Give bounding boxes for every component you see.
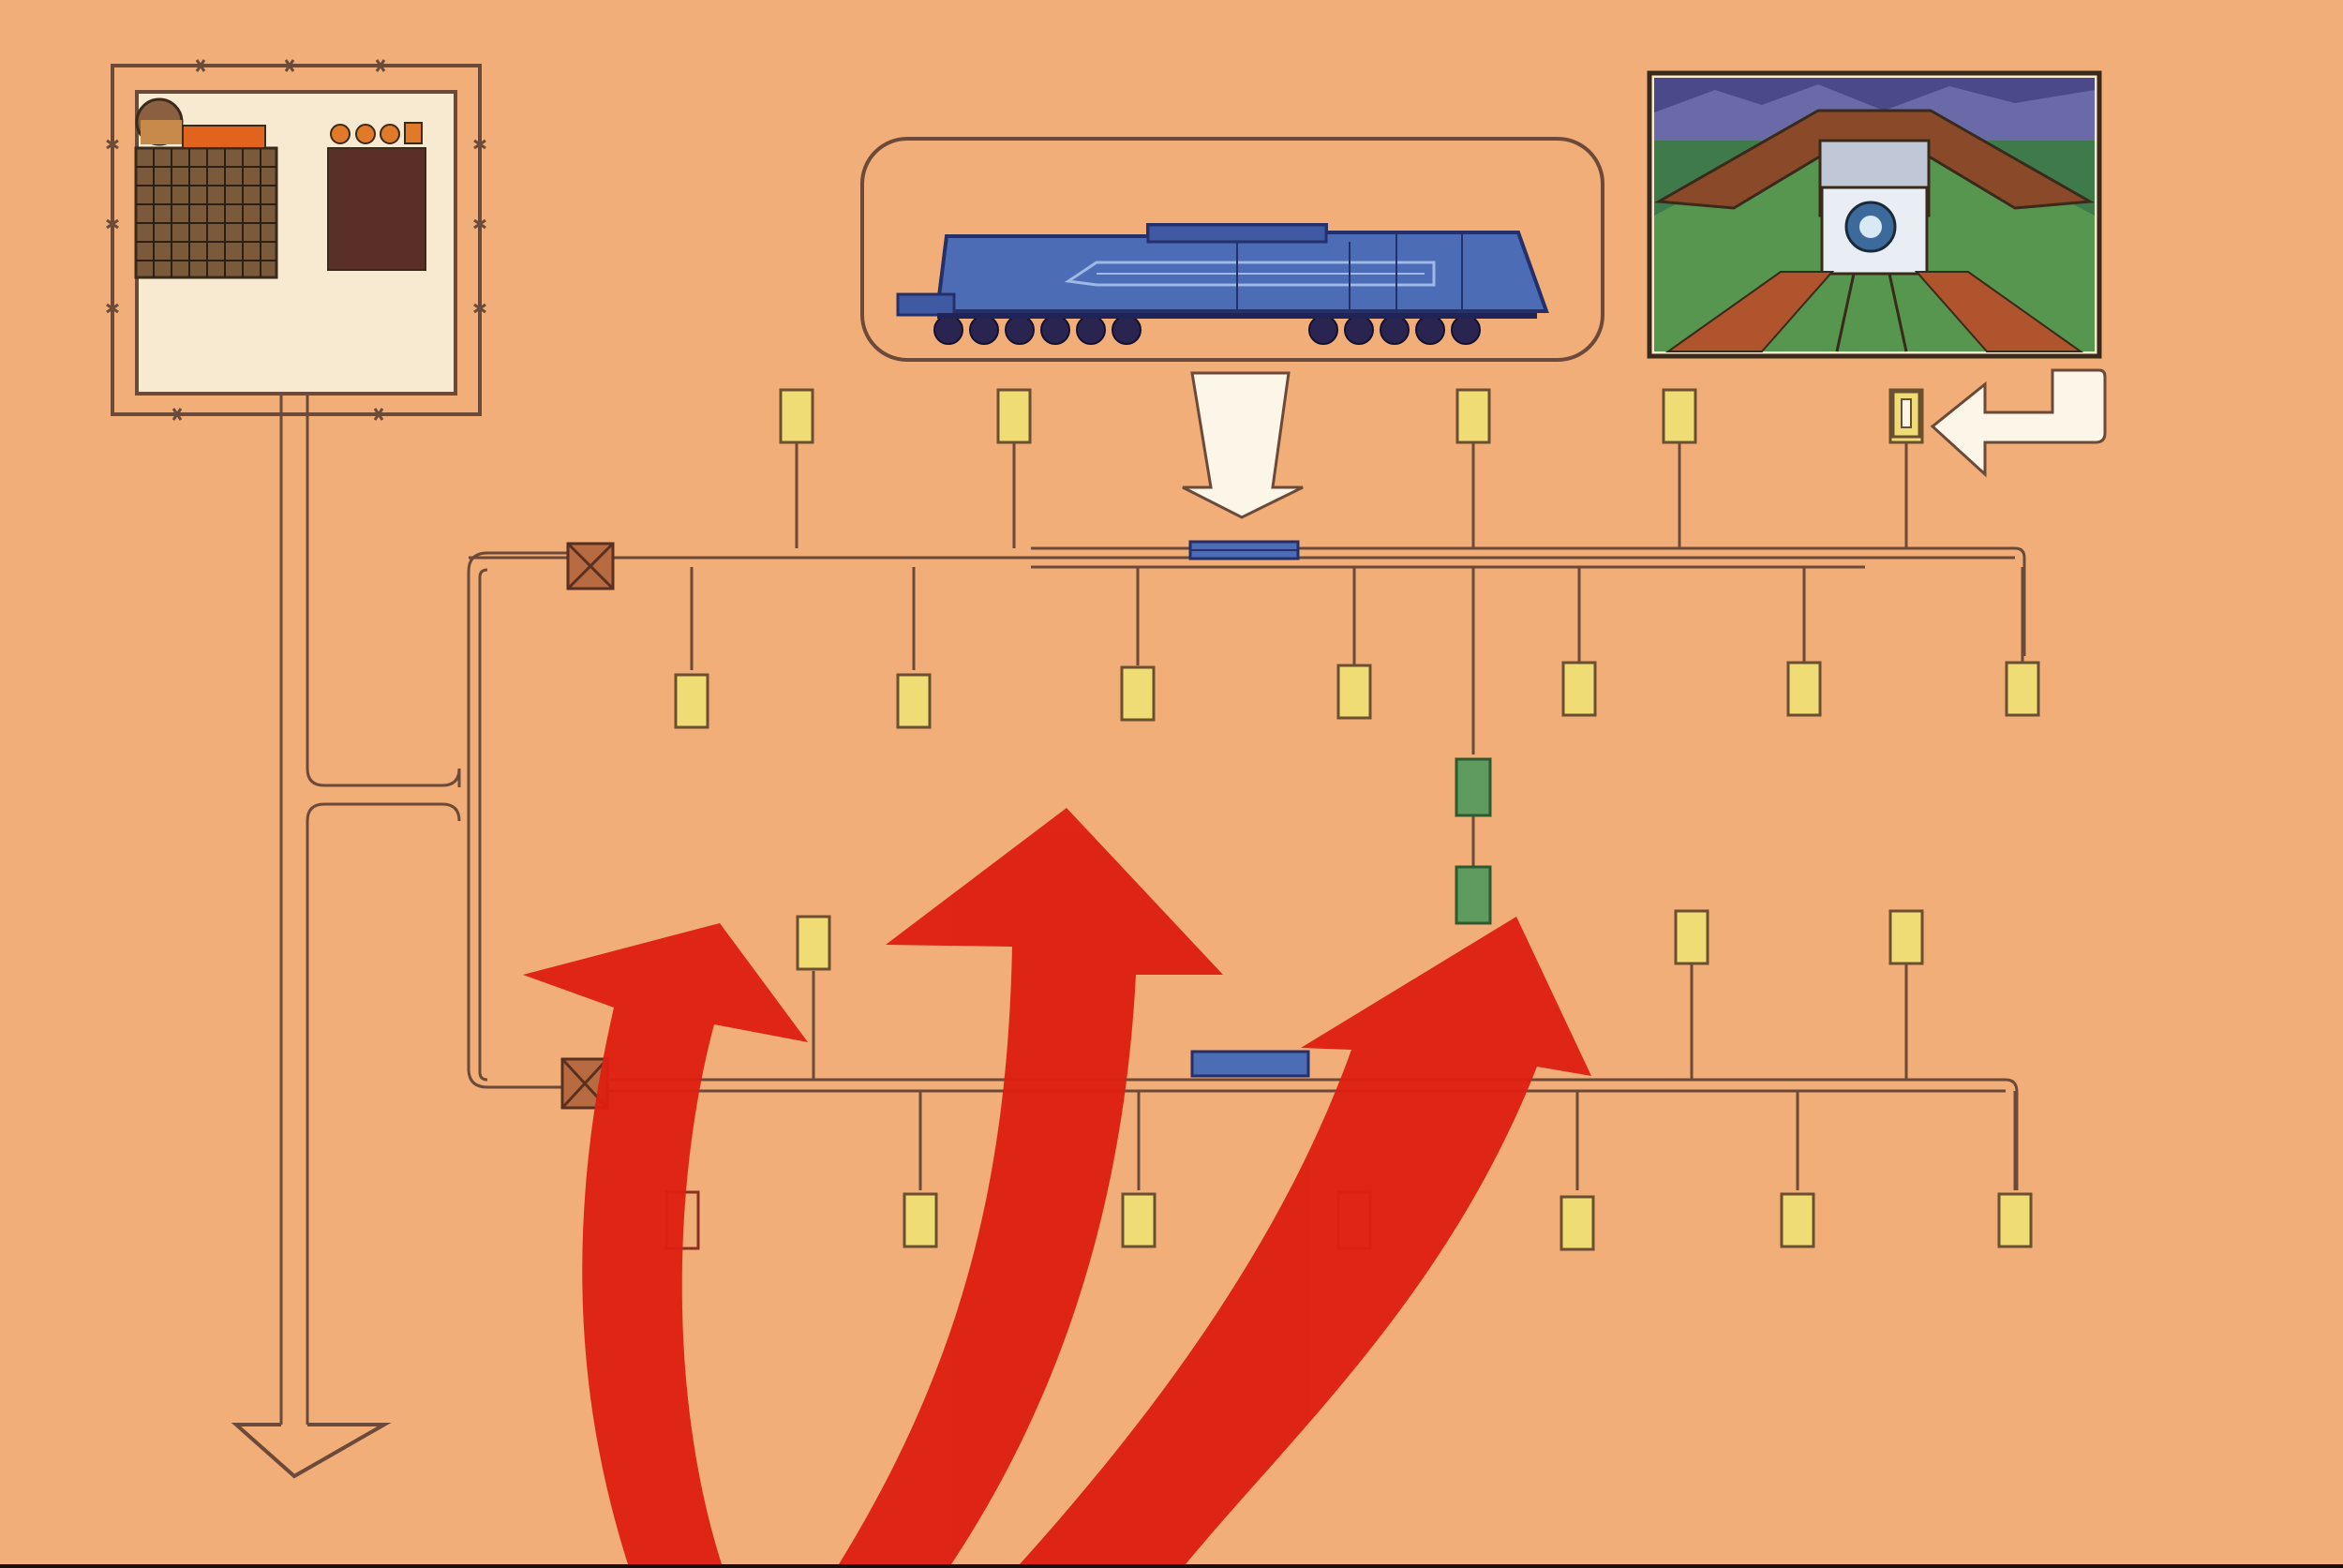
shelter-portal-view-icon <box>1647 70 2102 359</box>
shelter-8 <box>1120 665 1156 722</box>
incoming-attack-arrow-icon <box>523 808 1591 1564</box>
hollow-exit-arrow-icon <box>231 1423 392 1479</box>
plan-fence-marks <box>106 59 486 421</box>
shelter-2 <box>996 388 1032 444</box>
exit-road <box>279 394 461 1425</box>
shelter-10 <box>1561 661 1597 717</box>
shelter-20 <box>1997 1192 2033 1248</box>
shelter-14 <box>1674 909 1709 965</box>
shelter-16 <box>903 1192 938 1248</box>
track-segment <box>1031 546 2026 656</box>
shelter-3 <box>1455 388 1491 444</box>
plan-dark-block <box>327 147 426 271</box>
shelter-13 <box>796 915 831 971</box>
shelter-target-door <box>1901 398 1912 428</box>
shelter-12 <box>2005 661 2040 717</box>
track-segment <box>607 1078 2019 1190</box>
attack-arrow-right <box>1020 917 1591 1564</box>
attack-arrow-left <box>523 923 808 1564</box>
train-on-upper-track <box>1188 540 1300 560</box>
missile-train-icon <box>860 137 1604 362</box>
shelter-4 <box>1662 388 1697 444</box>
track-segment <box>478 568 488 1082</box>
shelter-17 <box>1121 1192 1157 1248</box>
train-on-lower-track <box>1190 1050 1310 1078</box>
shelter-11 <box>1786 661 1822 717</box>
shelter-group <box>664 388 2040 1251</box>
track-segment <box>467 551 568 1089</box>
hollow-down-arrow-icon <box>1182 371 1304 519</box>
shelter-6 <box>674 673 709 729</box>
occupied-shelter-1 <box>1455 757 1492 817</box>
occupied-shelter-2 <box>1455 865 1492 925</box>
track-network <box>457 441 2026 1190</box>
garrison-plan-icon <box>106 59 486 421</box>
shelter-15 <box>1888 909 1924 965</box>
junction-upper <box>566 542 615 590</box>
attack-arrow-center <box>839 808 1223 1564</box>
hollow-return-arrow-icon <box>1930 368 2107 478</box>
shelter-19 <box>1780 1192 1815 1248</box>
shelter-9 <box>1336 664 1372 720</box>
shelter-1 <box>779 388 814 444</box>
shelter-18 <box>1560 1195 1595 1251</box>
shelter-7 <box>896 673 932 729</box>
